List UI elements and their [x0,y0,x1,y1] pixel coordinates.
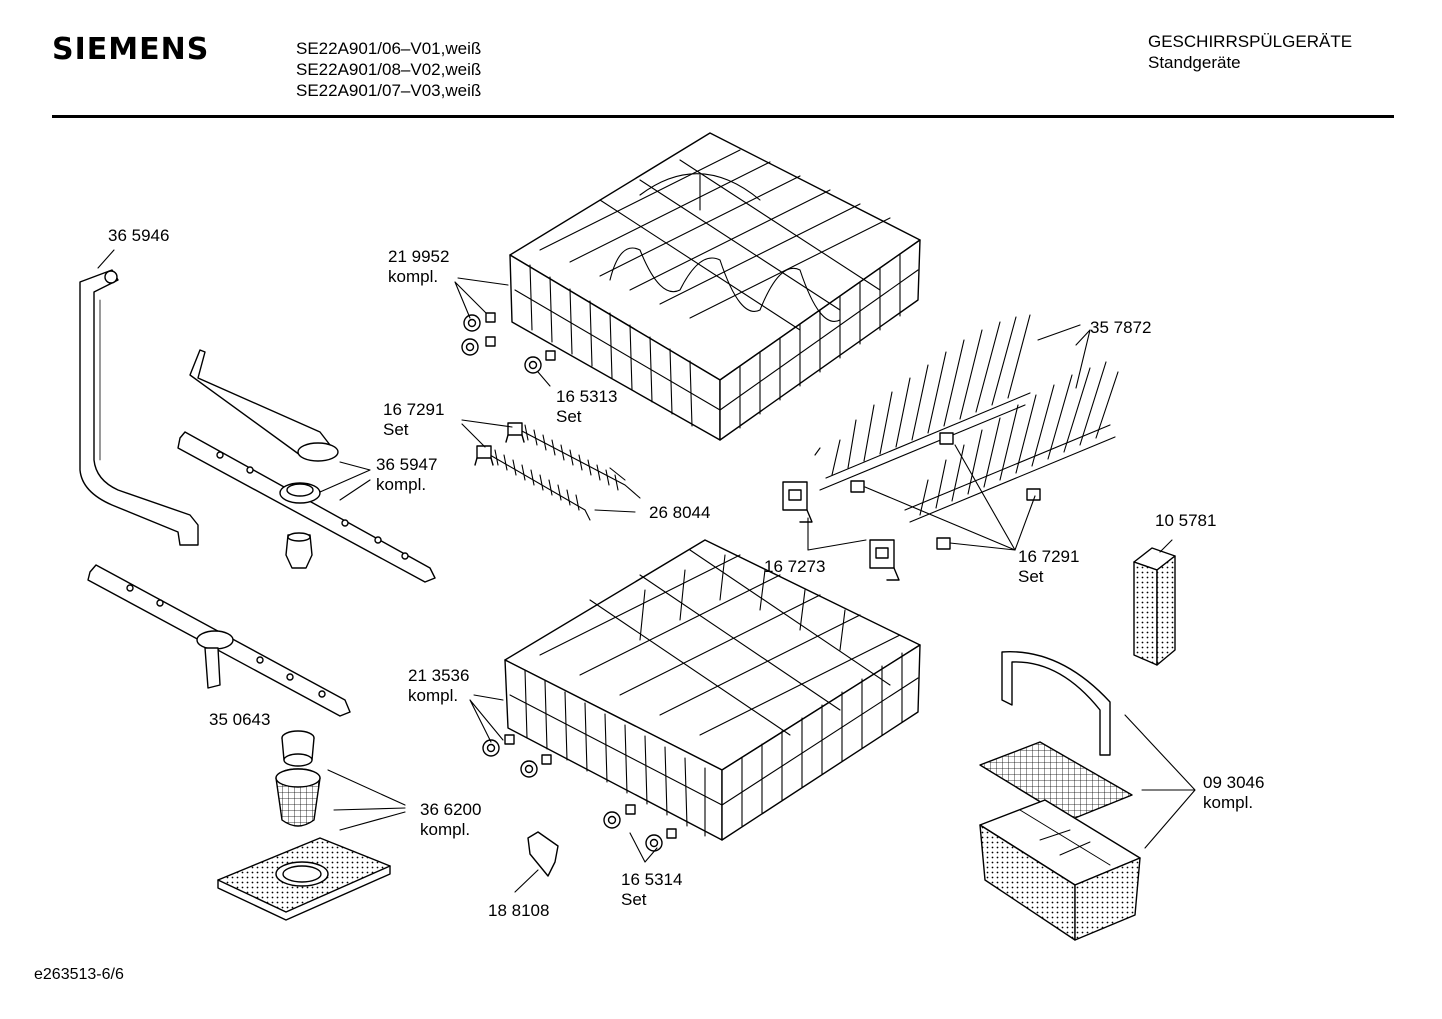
model-line: SE22A901/08–V02,weiß [296,60,482,79]
part-number: 26 8044 [649,503,711,522]
part-number: 36 5947 [376,455,438,474]
lower-rollers [482,734,677,852]
filter-assembly [275,730,321,827]
part-label: 36 5947 kompl. [376,455,437,495]
cutlery-basket [979,651,1141,941]
part-number: 35 7872 [1090,318,1152,337]
category-subtitle: Standgeräte [1148,53,1241,72]
cutlery-insert [1133,547,1176,666]
model-line: SE22A901/06–V01,weiß [296,39,482,58]
upper-spray-arm [177,349,436,583]
part-number: 36 5946 [108,226,170,245]
part-number: 21 3536 [408,666,470,685]
part-label: 16 7273 [764,557,825,577]
cup-rack-upper [489,424,641,521]
model-list: SE22A901/06–V01,weiß SE22A901/08–V02,wei… [296,38,481,101]
part-label: 16 5314 Set [621,870,682,910]
part-number: 36 6200 [420,800,482,819]
part-note: kompl. [408,686,459,705]
category: GESCHIRRSPÜLGERÄTE Standgeräte [1148,31,1352,73]
part-label: 26 8044 [649,503,710,523]
model-line: SE22A901/07–V03,weiß [296,81,482,100]
part-label: 36 6200 kompl. [420,800,481,840]
header-divider [52,115,1394,118]
part-number: 16 5313 [556,387,618,406]
part-label: 09 3046 kompl. [1203,773,1264,813]
lower-basket [504,539,921,841]
part-number: 16 7291 [1018,547,1080,566]
part-number: 16 5314 [621,870,683,889]
lower-spray-arm [87,564,351,717]
part-note: kompl. [1203,793,1254,812]
brand-logo: SIEMENS [52,32,210,67]
tine-racks [814,314,1119,523]
part-number: 16 7291 [383,400,445,419]
document-code: e263513-6/6 [34,966,124,983]
part-label: 10 5781 [1155,511,1216,531]
part-note: Set [1018,567,1044,586]
part-label: 16 7291 Set [1018,547,1079,587]
clips-167273 [782,481,900,581]
part-number: 16 7273 [764,557,826,576]
part-label: 36 5946 [108,226,169,246]
filter-plate [217,837,391,921]
part-label: 16 5313 Set [556,387,617,427]
part-note: kompl. [420,820,471,839]
part-number: 35 0643 [209,710,271,729]
part-number: 09 3046 [1203,773,1265,792]
part-note: Set [556,407,582,426]
part-note: Set [383,420,409,439]
part-number: 21 9952 [388,247,450,266]
clips-167291-a [474,422,525,466]
upper-rollers [461,312,556,374]
part-number: 18 8108 [488,901,550,920]
category-title: GESCHIRRSPÜLGERÄTE [1148,32,1353,51]
part-note: Set [621,890,647,909]
part-label: 35 7872 [1090,318,1151,338]
part-label: 35 0643 [209,710,270,730]
part-label: 21 9952 kompl. [388,247,449,287]
bracket-188108 [527,831,559,877]
part-label: 18 8108 [488,901,549,921]
part-note: kompl. [388,267,439,286]
upper-basket [509,132,921,441]
clips-167291-b [850,432,1041,550]
part-label: 21 3536 kompl. [408,666,469,706]
part-number: 10 5781 [1155,511,1217,530]
part-label: 16 7291 Set [383,400,444,440]
supply-pipe [79,269,199,546]
part-note: kompl. [376,475,427,494]
leader-lines [97,249,1196,893]
